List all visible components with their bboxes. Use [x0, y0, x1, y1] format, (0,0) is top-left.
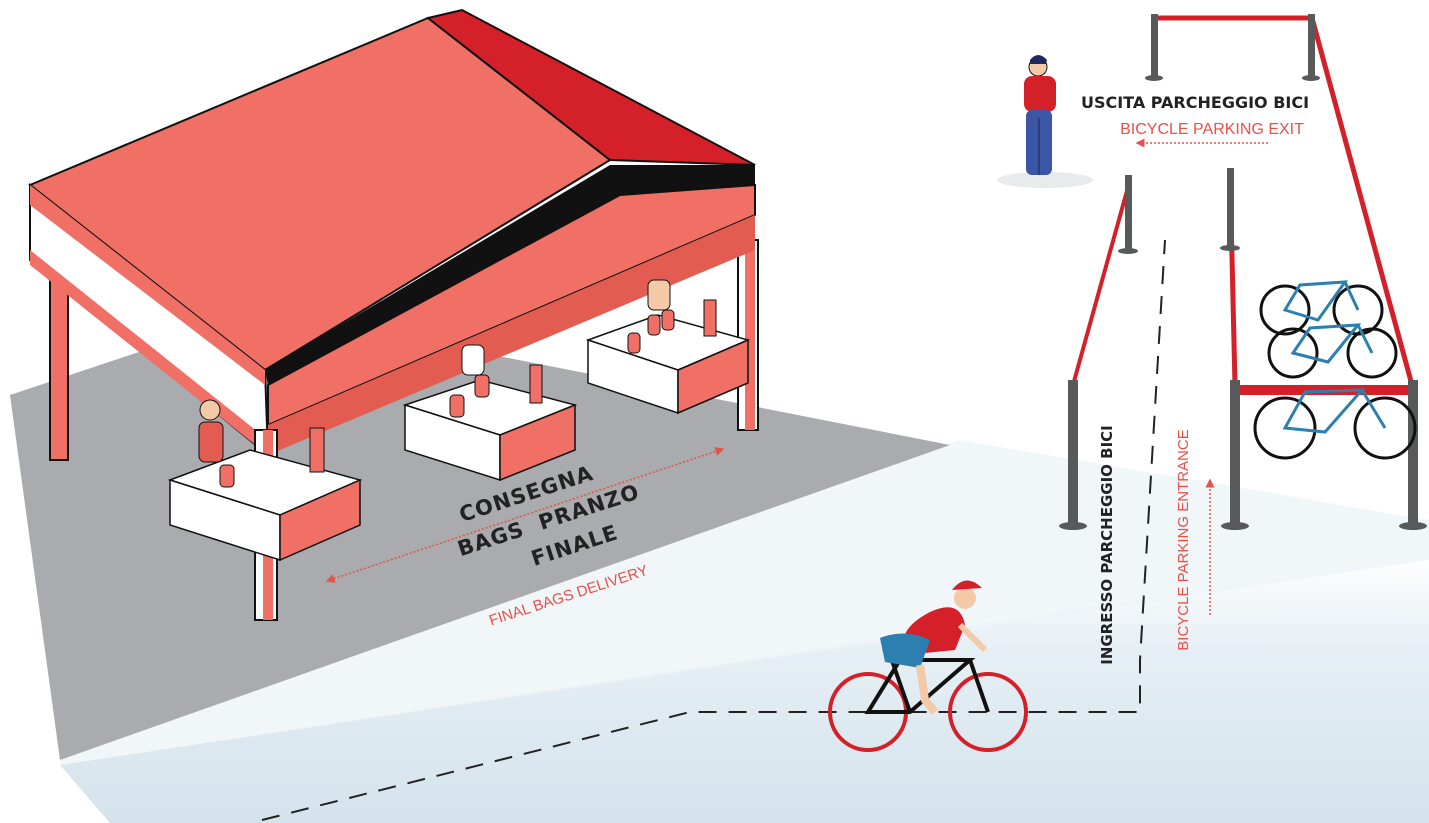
standing-person-icon [997, 55, 1093, 188]
bicycle-parking-entrance-label: BICYCLE PARKING ENTRANCE [1175, 429, 1192, 650]
uscita-label: USCITA PARCHEGGIO BICI [1081, 93, 1309, 112]
stanchion-icon [1302, 14, 1320, 81]
staff-person-icon [462, 345, 484, 375]
stanchion-icon [1145, 14, 1163, 81]
staff-person-icon [648, 280, 670, 310]
stanchion-icon [1220, 168, 1240, 251]
staff-person-icon [199, 400, 223, 462]
ingresso-label: INGRESSO PARCHEGGIO BICI [1098, 425, 1116, 665]
rope-left-diagonal [1073, 180, 1130, 385]
bicycle-parking-exit-label: BICYCLE PARKING EXIT [1120, 121, 1304, 138]
parked-bicycle-icon [1255, 390, 1415, 458]
